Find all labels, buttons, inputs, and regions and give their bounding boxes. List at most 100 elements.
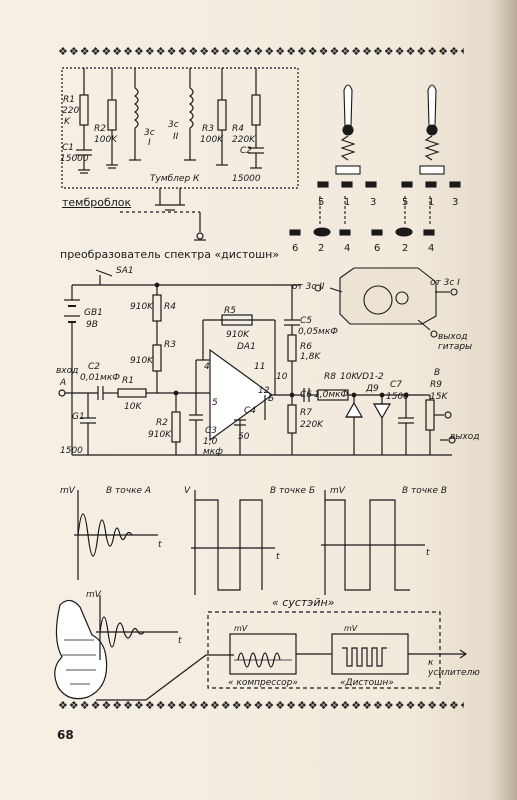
- tone-coil2-label: 3с: [168, 120, 179, 130]
- conv-r7-label: R7: [300, 408, 312, 418]
- conv-r5-value: 910K: [226, 330, 250, 340]
- guitar-output-label: выход гитары: [438, 332, 473, 352]
- tone-r4-label: R4: [232, 124, 244, 134]
- switch-pin: 5: [318, 197, 325, 208]
- jack-illustration: [314, 267, 458, 338]
- conv-c3-unit: мкф: [203, 447, 223, 457]
- sustain-title: « сустэйн»: [272, 596, 335, 609]
- conv-r3-label: R3: [164, 340, 176, 350]
- tone-c1-value: 15000: [60, 154, 89, 164]
- tone-c2-label: C2: [240, 146, 253, 156]
- conv-r1-label: R1: [122, 376, 134, 386]
- pin-4: 4: [204, 362, 210, 372]
- switch-pin: 4: [428, 243, 435, 254]
- conv-r4-value: 910K: [130, 302, 154, 312]
- conv-r9-value: 15K: [430, 392, 448, 402]
- converter-title: преобразователь спектра «дистошн»: [60, 248, 280, 261]
- from-coil2-label: от 3с II: [292, 282, 325, 292]
- page-number: 68: [57, 728, 74, 742]
- switch-pin: 3: [452, 197, 459, 208]
- g1-value: 1500: [60, 446, 83, 456]
- distortion-label: «Дистошн»: [340, 678, 394, 688]
- wave-a-title: В точке А: [106, 486, 152, 496]
- input-label: вход: [56, 366, 79, 376]
- switch-pin: 6: [374, 243, 381, 254]
- switch-pin: 2: [318, 243, 325, 254]
- tone-coil2-num: II: [173, 132, 179, 142]
- tone-block-schematic: [61, 67, 299, 241]
- conv-c6-label: C6: [300, 390, 313, 400]
- pin-5: 5: [212, 398, 218, 408]
- tone-r2-value: 100K: [94, 135, 118, 145]
- converter-schematic: [58, 269, 456, 456]
- gb1-label: GB1: [84, 308, 103, 318]
- conv-r8-value: 10K: [340, 372, 358, 382]
- tone-r1-label: R1: [63, 95, 75, 105]
- gb1-value: 9В: [86, 320, 98, 330]
- point-c-label: В: [434, 368, 441, 378]
- sustain-diagram: [54, 595, 468, 701]
- conv-r2-label: R2: [156, 418, 168, 428]
- conv-r4-label: R4: [164, 302, 176, 312]
- top-ornament-border: ❖❖❖❖❖❖❖❖❖❖❖❖❖❖❖❖❖❖❖❖❖❖❖❖❖❖❖❖❖❖❖❖❖❖❖❖❖❖: [58, 46, 464, 58]
- sustain-axis-y: mV: [86, 590, 101, 600]
- tone-r4-value: 220K: [232, 135, 256, 145]
- point-b-label: Б: [268, 394, 275, 404]
- conv-c5-label: C5: [300, 316, 313, 326]
- conv-r2-value: 910K: [148, 430, 172, 440]
- conv-r5-label: R5: [224, 306, 236, 316]
- wave-a-axis-y: mV: [60, 486, 75, 496]
- tone-r2-label: R2: [94, 124, 106, 134]
- wave-b-axis-y: V: [184, 486, 191, 496]
- tone-c2-value: 15000: [232, 174, 261, 184]
- tone-coil1-num: I: [148, 138, 151, 148]
- sustain-axis-t: t: [178, 636, 182, 646]
- conv-r8-label: R8: [324, 372, 336, 382]
- toggle-switch-illustrations: [289, 84, 461, 237]
- tone-coil1-label: 3с: [144, 128, 155, 138]
- tone-block-title: тембpоблок: [62, 196, 132, 209]
- conv-r9-label: R9: [430, 380, 442, 390]
- tone-switch-label: Тумблер К: [150, 174, 200, 184]
- conv-c6-value: 1,0мкФ: [314, 390, 349, 400]
- tone-r3-label: R3: [202, 124, 214, 134]
- pin-11: 11: [254, 362, 266, 372]
- tone-r3-value: 100K: [200, 135, 224, 145]
- pin-12: 12: [258, 386, 270, 396]
- conv-r1-value: 10K: [124, 402, 142, 412]
- input-point-label: А: [60, 378, 67, 388]
- pin-10: 10: [276, 372, 288, 382]
- tone-c1-label: C1: [62, 143, 75, 153]
- sa1-label: SA1: [116, 266, 134, 276]
- conv-c3-label: C3: [205, 426, 218, 436]
- conv-c4-value: 50: [238, 432, 250, 442]
- conv-r6-label: R6: [300, 342, 312, 352]
- conv-c7-value: 1500: [386, 392, 409, 402]
- from-coil1-label: от 3с I: [430, 278, 460, 288]
- wave-c-axis-y: mV: [330, 486, 345, 496]
- page-spine-shadow: [491, 0, 517, 800]
- conv-c2-label: C2: [88, 362, 101, 372]
- to-amp-label: к усилителю: [428, 658, 480, 678]
- switch-pin: 1: [344, 197, 351, 208]
- wave-c-title: В точке В: [402, 486, 448, 496]
- switch-pin: 5: [402, 197, 409, 208]
- conv-r3-value: 910K: [130, 356, 154, 366]
- conv-c3-value: 1,0: [203, 437, 218, 447]
- distortion-axis-y: mV: [344, 624, 358, 633]
- output-label: выход: [450, 432, 480, 442]
- g1-label: G1: [72, 412, 85, 422]
- waveform-panels: [74, 490, 425, 595]
- tone-r1-value: 220: [62, 106, 80, 116]
- switch-pin: 4: [344, 243, 351, 254]
- wave-b-title: В точке Б: [270, 486, 316, 496]
- compressor-axis-y: mV: [234, 624, 248, 633]
- da1-label: DA1: [237, 342, 256, 352]
- conv-c5-value: 0,05мкФ: [298, 327, 339, 337]
- vd-label: VD1-2: [356, 372, 384, 382]
- conv-c2-value: 0,01мкФ: [80, 373, 121, 383]
- switch-pin: 6: [292, 243, 299, 254]
- wave-b-axis-t: t: [276, 552, 280, 562]
